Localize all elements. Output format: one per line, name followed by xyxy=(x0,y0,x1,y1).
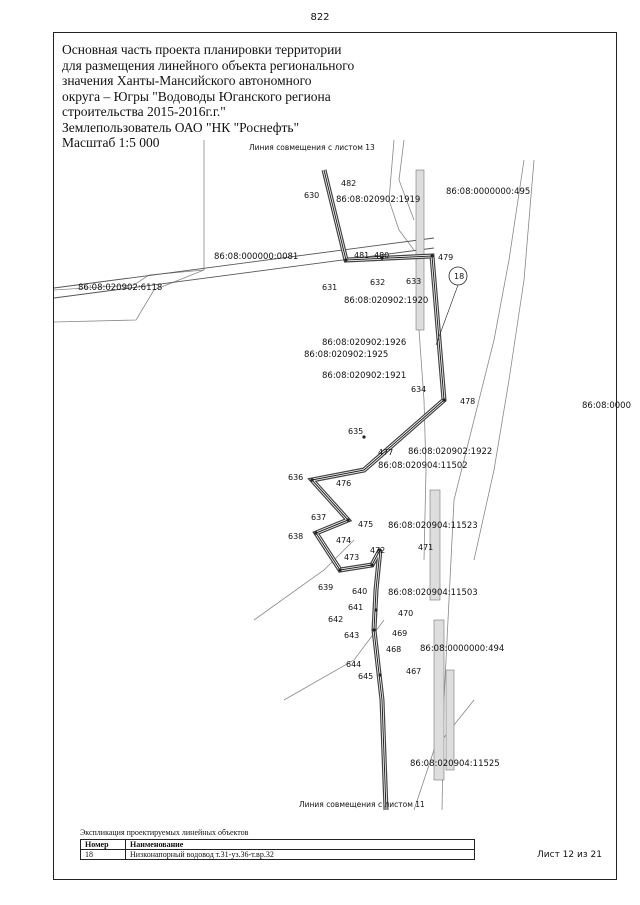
title-line: строительства 2015-2016г.г." xyxy=(62,104,226,119)
page-number: 822 xyxy=(310,12,330,23)
point-label: 642 xyxy=(328,615,343,624)
point-label: 641 xyxy=(348,603,363,612)
point-labels: 630 482 481 480 479 631 632 633 634 478 … xyxy=(288,179,475,681)
point-label: 630 xyxy=(304,191,319,200)
point-label: 482 xyxy=(341,179,356,188)
parcel-labels: 86:08:0000000:495 86:08:020902:1919 86:0… xyxy=(78,187,631,769)
point-label: 643 xyxy=(344,631,359,640)
title-block: Основная часть проекта планировки террит… xyxy=(62,42,392,151)
landowner-line: Землепользователь ОАО "НК "Роснефть" xyxy=(62,119,300,135)
point-label: 478 xyxy=(460,397,475,406)
point-label: 479 xyxy=(438,253,453,262)
legend: Экспликация проектируемых линейных объек… xyxy=(80,828,475,860)
sheet-number: Лист 12 из 21 xyxy=(537,850,602,860)
point-label: 481 xyxy=(354,251,369,260)
road xyxy=(53,237,435,299)
point-label: 477 xyxy=(378,448,393,457)
route-vertices xyxy=(310,254,446,677)
point-label: 636 xyxy=(288,473,303,482)
point-label: 480 xyxy=(374,251,389,260)
legend-row-name: Низконапорный водовод т.31-уз.36-т.вр.32 xyxy=(125,849,475,860)
parcel-label: 86:08:0000000:495 xyxy=(446,187,530,197)
point-label: 472 xyxy=(370,546,385,555)
point-label: 473 xyxy=(344,553,359,562)
parcel-label: 86:08:0000000:494 xyxy=(420,644,504,654)
parcel-label: 86:08:020902:6118 xyxy=(78,283,162,293)
legend-row: 18 Низконапорный водовод т.31-уз.36-т.вр… xyxy=(80,849,475,860)
legend-title: Экспликация проектируемых линейных объек… xyxy=(80,828,249,837)
point-label: 471 xyxy=(418,543,433,552)
object-marker: 18 xyxy=(435,266,468,346)
parcel-strips xyxy=(415,169,455,781)
match-line-bottom: Линия совмещения с листом 11 xyxy=(299,800,425,809)
legend-row-number: 18 xyxy=(80,849,126,860)
point-label: 468 xyxy=(386,645,401,654)
point-label: 632 xyxy=(370,278,385,287)
parcel-label: 86:08:000000:0081 xyxy=(214,252,298,262)
point-label: 476 xyxy=(336,479,351,488)
point-label: 634 xyxy=(411,385,426,394)
point-label: 635 xyxy=(348,427,363,436)
point-label: 645 xyxy=(358,672,373,681)
point-label: 644 xyxy=(346,660,361,669)
match-line-top: Линия совмещения с листом 13 xyxy=(249,143,375,152)
title-line: Основная часть проекта планировки террит… xyxy=(62,42,342,57)
legend-col-name: Наименование xyxy=(125,839,475,850)
parcel-label: 86:08:020904:11502 xyxy=(378,461,468,471)
point-label: 638 xyxy=(288,532,303,541)
parcel-label: 86:08:020902:1922 xyxy=(408,447,492,457)
parcel-label: 86:08:020904:11503 xyxy=(388,588,478,598)
legend-col-number: Номер xyxy=(80,839,126,850)
point-label: 631 xyxy=(322,283,337,292)
point-label: 470 xyxy=(398,609,413,618)
title-line: округа – Югры "Водоводы Юганского регион… xyxy=(62,88,331,104)
point-label: 467 xyxy=(406,667,421,676)
sheet-frame xyxy=(53,32,617,880)
parcel-label: 86:08:020904:11525 xyxy=(410,759,500,769)
title-line: для размещения линейного объекта региона… xyxy=(62,57,355,73)
point-label: 469 xyxy=(392,629,407,638)
parcel-label: 86:08:020902:1926 xyxy=(322,338,406,348)
parcel-label: 86:08:020904:11523 xyxy=(388,521,478,531)
point-label: 475 xyxy=(358,520,373,529)
parcel-label: 86:08:020902:1919 xyxy=(336,195,420,205)
parcel-label: 86:08:020902:1920 xyxy=(344,296,428,306)
point-label: 633 xyxy=(406,277,421,286)
point-label: 637 xyxy=(311,513,326,522)
parcel-label: 86:08:020902:1925 xyxy=(304,350,388,360)
parcel-label: 86:08:0000 xyxy=(582,401,631,411)
point-label: 474 xyxy=(336,536,351,545)
point-label: 639 xyxy=(318,583,333,592)
object-number: 18 xyxy=(454,272,464,281)
legend-table: Номер Наименование 18 Низконапорный водо… xyxy=(80,839,475,860)
title-line: значения Ханты-Мансийского автономного xyxy=(62,73,312,88)
map-canvas: Линия совмещения с листом 13 Линия совме… xyxy=(53,139,631,811)
parcel-label: 86:08:020902:1921 xyxy=(322,371,406,381)
point-label: 640 xyxy=(352,587,367,596)
scale-line: Масштаб 1:5 000 xyxy=(62,135,160,150)
